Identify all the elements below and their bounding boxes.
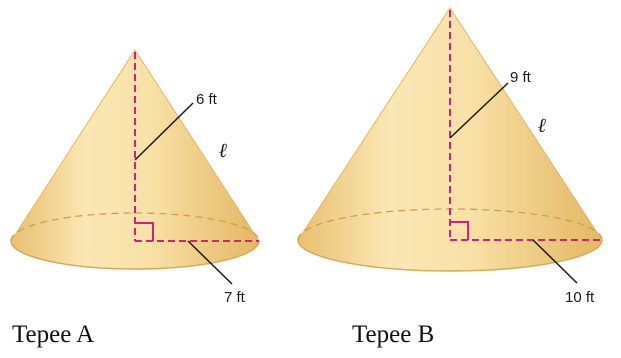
cone-b-caption: Tepee B [352,321,435,348]
cone-a-right-angle-marker [135,222,154,241]
cone-a-radius-label: 7 ft [224,289,246,306]
cone-b-radius-leader [532,239,578,284]
cone-a: 6 ft 7 ft ℓ [10,49,260,306]
cone-b-radius-label: 10 ft [565,289,595,306]
cone-a-height-leader [134,102,194,161]
cone-b-right-angle-marker [450,221,469,240]
cone-b-height-label: 9 ft [510,69,532,86]
cone-a-radius-leader [187,240,233,285]
cone-b: 9 ft 10 ft ℓ [297,7,603,306]
cone-b-height-leader [449,82,509,139]
cone-a-caption: Tepee A [12,321,95,348]
cone-a-base-back-edge [10,212,260,242]
cone-b-base-front-edge [297,239,603,272]
cone-b-slant-label: ℓ [538,113,547,137]
cone-a-slant-label: ℓ [219,138,228,162]
cone-a-base-front-edge [10,240,260,270]
cone-a-height-label: 6 ft [196,91,218,108]
